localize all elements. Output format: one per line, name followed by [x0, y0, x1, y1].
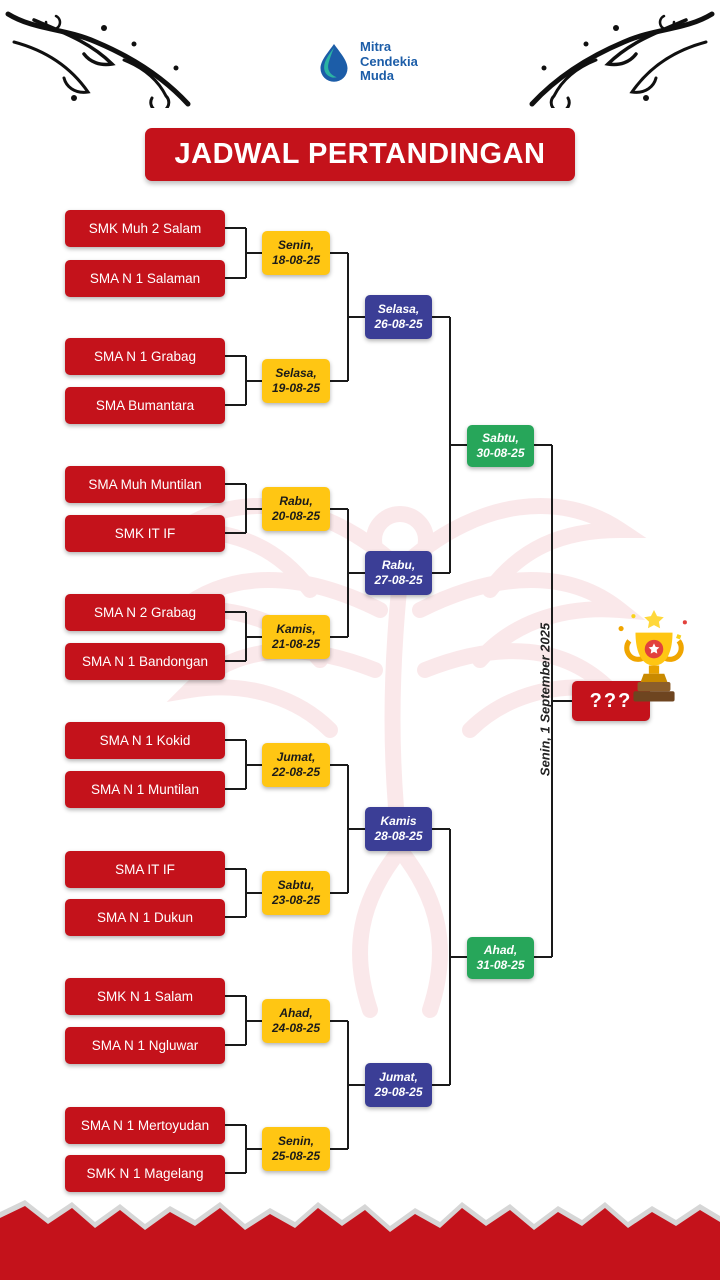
match-day: Jumat,	[379, 1070, 418, 1084]
team-box: SMA Muh Muntilan	[65, 466, 225, 503]
match-date: 22-08-25	[271, 765, 321, 779]
match-date: 28-08-25	[374, 829, 423, 843]
match-day: Sabtu,	[277, 878, 315, 892]
match-date: 30-08-25	[476, 446, 525, 460]
semifinal-date-box: Sabtu, 30-08-25	[467, 425, 534, 467]
match-date: 19-08-25	[271, 381, 321, 395]
match-date: 24-08-25	[271, 1021, 321, 1035]
round1-date-box: Selasa, 19-08-25	[262, 359, 330, 403]
brand-name-line3: Muda	[360, 68, 394, 83]
round2-date-box: Rabu, 27-08-25	[365, 551, 432, 595]
team-box: SMA IT IF	[65, 851, 225, 888]
match-day: Selasa,	[377, 302, 420, 316]
semifinal-date-box: Ahad, 31-08-25	[467, 937, 534, 979]
brand-name-line2: Cendekia	[360, 53, 418, 69]
match-day: Senin,	[277, 238, 314, 252]
match-date: 25-08-25	[271, 1149, 321, 1163]
page-title: JADWAL PERTANDINGAN	[174, 138, 546, 170]
team-box: SMA N 1 Ngluwar	[65, 1027, 225, 1064]
team-box: SMA N 1 Grabag	[65, 338, 225, 375]
team-box: SMK N 1 Salam	[65, 978, 225, 1015]
team-box: SMA N 2 Grabag	[65, 594, 225, 631]
match-date: 18-08-25	[271, 253, 321, 267]
team-box: SMK Muh 2 Salam	[65, 210, 225, 247]
match-date: 31-08-25	[476, 958, 525, 972]
final-date-label: Senin, 1 September 2025	[537, 622, 553, 777]
match-day: Kamis,	[276, 622, 316, 636]
team-box: SMK IT IF	[65, 515, 225, 552]
team-box: SMA N 1 Bandongan	[65, 643, 225, 680]
match-day: Jumat,	[276, 750, 316, 764]
match-date: 26-08-25	[374, 317, 423, 331]
match-day: Rabu,	[279, 494, 313, 508]
round1-date-box: Kamis, 21-08-25	[262, 615, 330, 659]
team-box: SMA N 1 Dukun	[65, 899, 225, 936]
brand-name-line1: Mitra	[360, 39, 392, 54]
team-box: SMA N 1 Kokid	[65, 722, 225, 759]
round1-date-box: Rabu, 20-08-25	[262, 487, 330, 531]
corner-flourish-left-icon	[5, 11, 191, 108]
water-drop-logo-icon	[320, 43, 348, 82]
team-box: SMA N 1 Mertoyudan	[65, 1107, 225, 1144]
team-box: SMA Bumantara	[65, 387, 225, 424]
match-day: Senin,	[277, 1134, 314, 1148]
team-box: SMA N 1 Muntilan	[65, 771, 225, 808]
round2-date-box: Selasa, 26-08-25	[365, 295, 432, 339]
match-date: 20-08-25	[271, 509, 321, 523]
match-date: 27-08-25	[374, 573, 423, 587]
round1-date-box: Jumat, 22-08-25	[262, 743, 330, 787]
team-box: SMK N 1 Magelang	[65, 1155, 225, 1192]
match-date: 21-08-25	[271, 637, 321, 651]
match-date: 29-08-25	[374, 1085, 423, 1099]
round1-date-box: Senin, 25-08-25	[262, 1127, 330, 1171]
round1-date-box: Senin, 18-08-25	[262, 231, 330, 275]
match-day: Sabtu,	[482, 431, 519, 445]
title-banner: JADWAL PERTANDINGAN	[145, 128, 575, 181]
match-day: Rabu,	[381, 558, 416, 572]
match-day: Ahad,	[483, 943, 518, 957]
brand-logo: Mitra Cendekia Muda	[316, 39, 418, 84]
team-box: SMA N 1 Salaman	[65, 260, 225, 297]
match-day: Ahad,	[279, 1006, 313, 1020]
round2-date-box: Jumat, 29-08-25	[365, 1063, 432, 1107]
torn-paper-edge	[0, 1200, 720, 1280]
corner-flourish-right-icon	[529, 11, 715, 108]
match-day: Selasa,	[275, 366, 317, 380]
trophy-icon	[618, 610, 687, 702]
round2-date-box: Kamis 28-08-25	[365, 807, 432, 851]
round1-date-box: Ahad, 24-08-25	[262, 999, 330, 1043]
round1-date-box: Sabtu, 23-08-25	[262, 871, 330, 915]
match-date: 23-08-25	[271, 893, 321, 907]
match-day: Kamis	[380, 814, 417, 828]
brand-name: Mitra Cendekia Muda	[360, 39, 418, 84]
